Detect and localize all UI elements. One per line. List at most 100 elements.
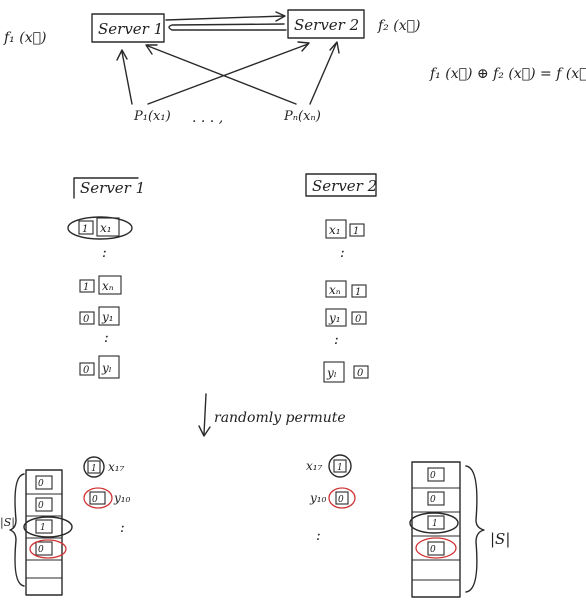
var-box [98,355,120,379]
stack-cell-value: 0 [38,501,44,511]
vdots: : [316,528,321,544]
bit-box [349,223,365,237]
server1-header-bracket [73,177,139,199]
bit-value: 1 [355,287,361,298]
highlight-ellipse [67,216,133,240]
var-label: yₗ [326,366,337,380]
server1-header: Server 1 [80,179,145,197]
bit-box [351,284,367,298]
bit-box [79,279,95,293]
arrowhead [329,41,340,54]
bit-box [333,459,347,473]
bit-box [79,311,95,325]
stack-cell-box [427,541,445,556]
arrow-p1-server1 [121,51,133,105]
var-box [98,275,122,295]
var-label: xₙ [102,279,114,293]
bit-value: 1 [337,463,343,473]
stack-cell-value: 0 [430,495,436,505]
bit-value: 0 [92,495,98,505]
arrowhead-right [275,11,286,22]
arrow-pn-server2 [309,43,337,105]
stack-cell-box [35,497,53,512]
bit-box [87,460,101,474]
server-link-arrow-bottom [168,23,287,31]
stack-cell-box [35,519,53,534]
var-label: x₁₇ [306,459,323,473]
stack-cell-value: 0 [430,471,436,481]
stack-cell-box [35,541,53,556]
vdots: : [334,332,339,348]
highlight-ellipse [409,512,459,534]
var-box [325,280,347,298]
bit-box [351,311,367,325]
stack-cell-value: 0 [38,545,44,555]
server-link-arrow-top [165,15,285,21]
var-label: y₁ [328,311,341,325]
server1-box [91,13,165,43]
var-label: xₙ [329,283,341,297]
var-label: x₁₇ [108,460,125,474]
circle-mark [328,454,352,478]
server2-header: Server 2 [312,177,377,195]
bottom-section: 0 0 1 0 |S| 1 x₁₇ 0 y₁₀ : x₁₇ 1 y₁₀ 0 : [0,454,510,598]
left-brace [9,473,25,587]
vdots: : [120,520,125,536]
stack-cell-box [427,491,445,506]
arrowhead-down [198,425,211,437]
s-size-label: |S| [0,516,15,530]
vdots: : [102,245,107,261]
stack-cell-value: 1 [40,523,46,533]
arrowhead [145,44,158,55]
stack-cell-value: 0 [38,479,44,489]
red-highlight-ellipse [83,487,113,509]
bit-box [353,365,369,379]
var-label: x₁ [329,223,341,237]
vdots: : [340,245,345,261]
bit-value: 1 [91,464,97,474]
circle-mark [83,456,105,478]
highlight-ellipse [23,516,73,538]
arrow-pn-server1 [147,45,297,105]
var-label: x₁ [100,221,112,235]
var-box [325,219,347,239]
f2-label: f₂ (x⃗) [377,18,420,34]
var-label: y₁₀ [309,491,327,505]
server2-box [287,9,365,39]
vdots: : [104,330,109,346]
var-box [96,217,120,237]
bit-value: 1 [83,282,89,293]
pn-label: Pₙ(xₙ) [283,109,321,124]
right-stack [411,461,461,598]
stack-cell-box [427,467,445,482]
top-section: Server 1 Server 2 f₁ (x⃗) f₂ (x⃗) f₁ (x⃗… [3,9,586,126]
server1-label: Server 1 [98,20,163,38]
p1-label: P₁(x₁) [133,109,171,124]
permute-label: randomly permute [214,410,346,426]
var-label: y₁₀ [113,491,131,505]
bit-box [335,491,349,505]
permute-step: randomly permute [198,393,346,437]
var-box [323,361,345,383]
var-label: y₁ [101,310,114,324]
bit-value: 0 [83,365,90,376]
stack-cell-box [35,475,53,490]
bit-value: 1 [82,224,88,235]
bit-value: 0 [83,314,90,325]
var-label: yₗ [101,361,112,375]
bit-value: 1 [353,226,359,237]
right-brace [465,465,485,593]
left-stack [25,469,63,596]
bit-box [79,362,95,376]
var-box [325,308,347,327]
middle-section: Server 1 Server 2 1 x₁ : 1 xₙ 0 y₁ : 0 y… [67,173,377,383]
bit-box [78,220,94,235]
bit-value: 0 [338,495,344,505]
s-size-label: |S| [490,530,510,548]
f1-label: f₁ (x⃗) [3,30,46,46]
stack-cell-value: 1 [432,519,438,529]
server2-label: Server 2 [294,16,359,34]
arrowhead [297,41,310,52]
bit-value: 0 [355,314,362,325]
